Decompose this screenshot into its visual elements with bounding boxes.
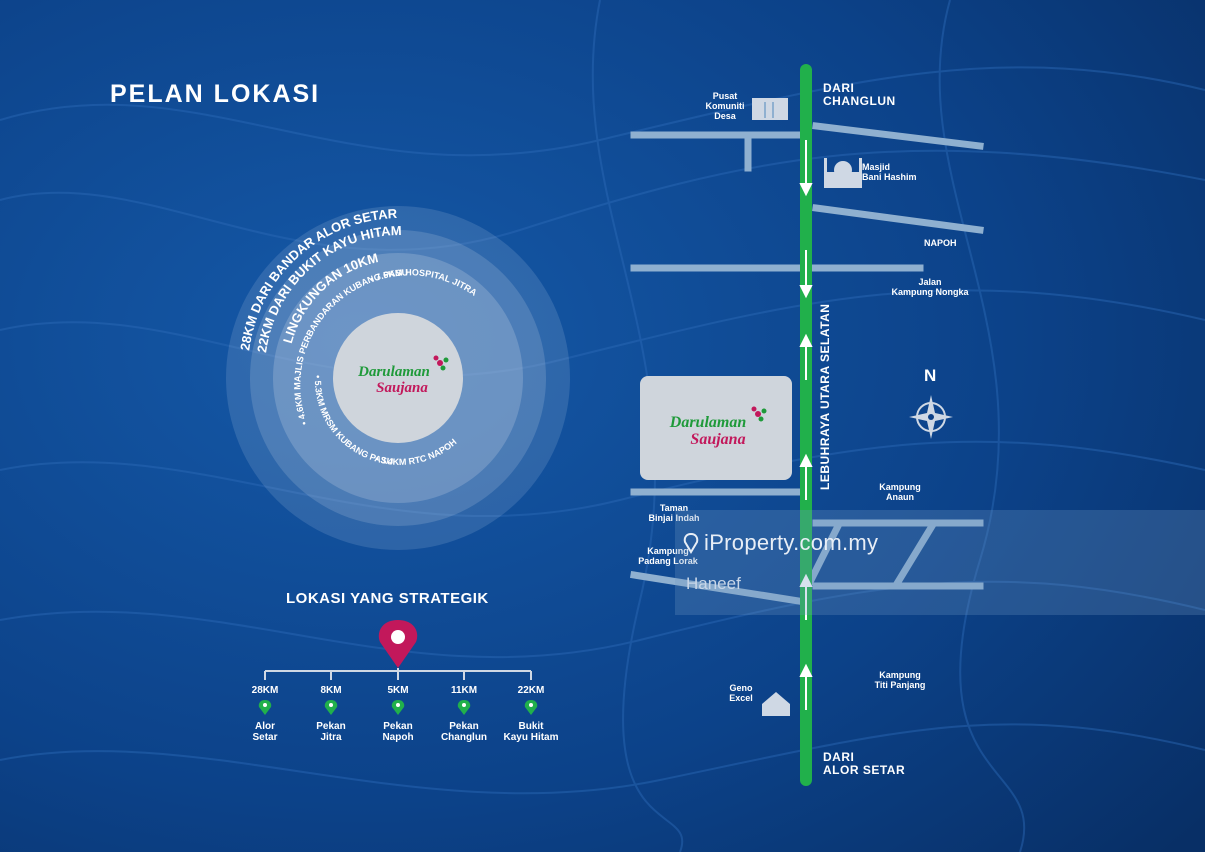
watermark-text: iProperty.com.my <box>704 530 879 555</box>
map-logo-flower-icon <box>751 406 767 422</box>
road <box>805 521 843 587</box>
green-pin-icon <box>457 700 471 715</box>
green-pin-icon <box>524 700 538 715</box>
stop-distance: 11KM <box>450 685 478 696</box>
strategic-heading: LOKASI YANG STRATEGIK <box>286 590 489 607</box>
factory-icon <box>762 692 790 716</box>
watermark-sub: Haneef <box>686 574 741 593</box>
stop-distance: 8KM <box>320 685 342 696</box>
logo-text-2: Saujana <box>376 380 428 396</box>
road <box>812 204 984 234</box>
green-pin-icon <box>324 700 338 715</box>
highway-label: LEBUHRAYA UTARA SELATAN <box>818 303 832 490</box>
road <box>893 521 937 587</box>
logo-text-1: Darulaman <box>357 364 430 380</box>
logo-flower-icon <box>433 355 449 371</box>
watermark-band <box>675 510 1205 615</box>
stop-distance: 28KM <box>251 685 279 696</box>
watermark-pin-icon <box>683 532 699 554</box>
green-pin-icon <box>258 700 272 715</box>
green-pin-icon <box>391 700 405 715</box>
site-box <box>640 376 792 480</box>
map-logo-text-2: Saujana <box>690 431 745 448</box>
compass-north: N <box>924 366 937 385</box>
map-logo-text-1: Darulaman <box>669 414 747 431</box>
building-icon <box>752 98 788 120</box>
place-napoh: NAPOH <box>924 238 957 248</box>
compass-icon <box>909 395 953 439</box>
circle-core <box>333 313 463 443</box>
highway-arrows <box>799 140 813 710</box>
strategic-timeline <box>264 620 532 680</box>
stop-distance: 5KM <box>387 685 409 696</box>
radius-circles: 28KM DARI BANDAR ALOR SETAR 22KM DARI BU… <box>226 206 570 550</box>
mosque-icon <box>824 158 862 188</box>
page-title: PELAN LOKASI <box>110 80 321 108</box>
stop-distance: 22KM <box>517 685 545 696</box>
road-map: Darulaman Saujana <box>629 64 984 786</box>
road <box>812 122 984 150</box>
stop-pins <box>258 700 538 715</box>
road <box>629 570 810 607</box>
